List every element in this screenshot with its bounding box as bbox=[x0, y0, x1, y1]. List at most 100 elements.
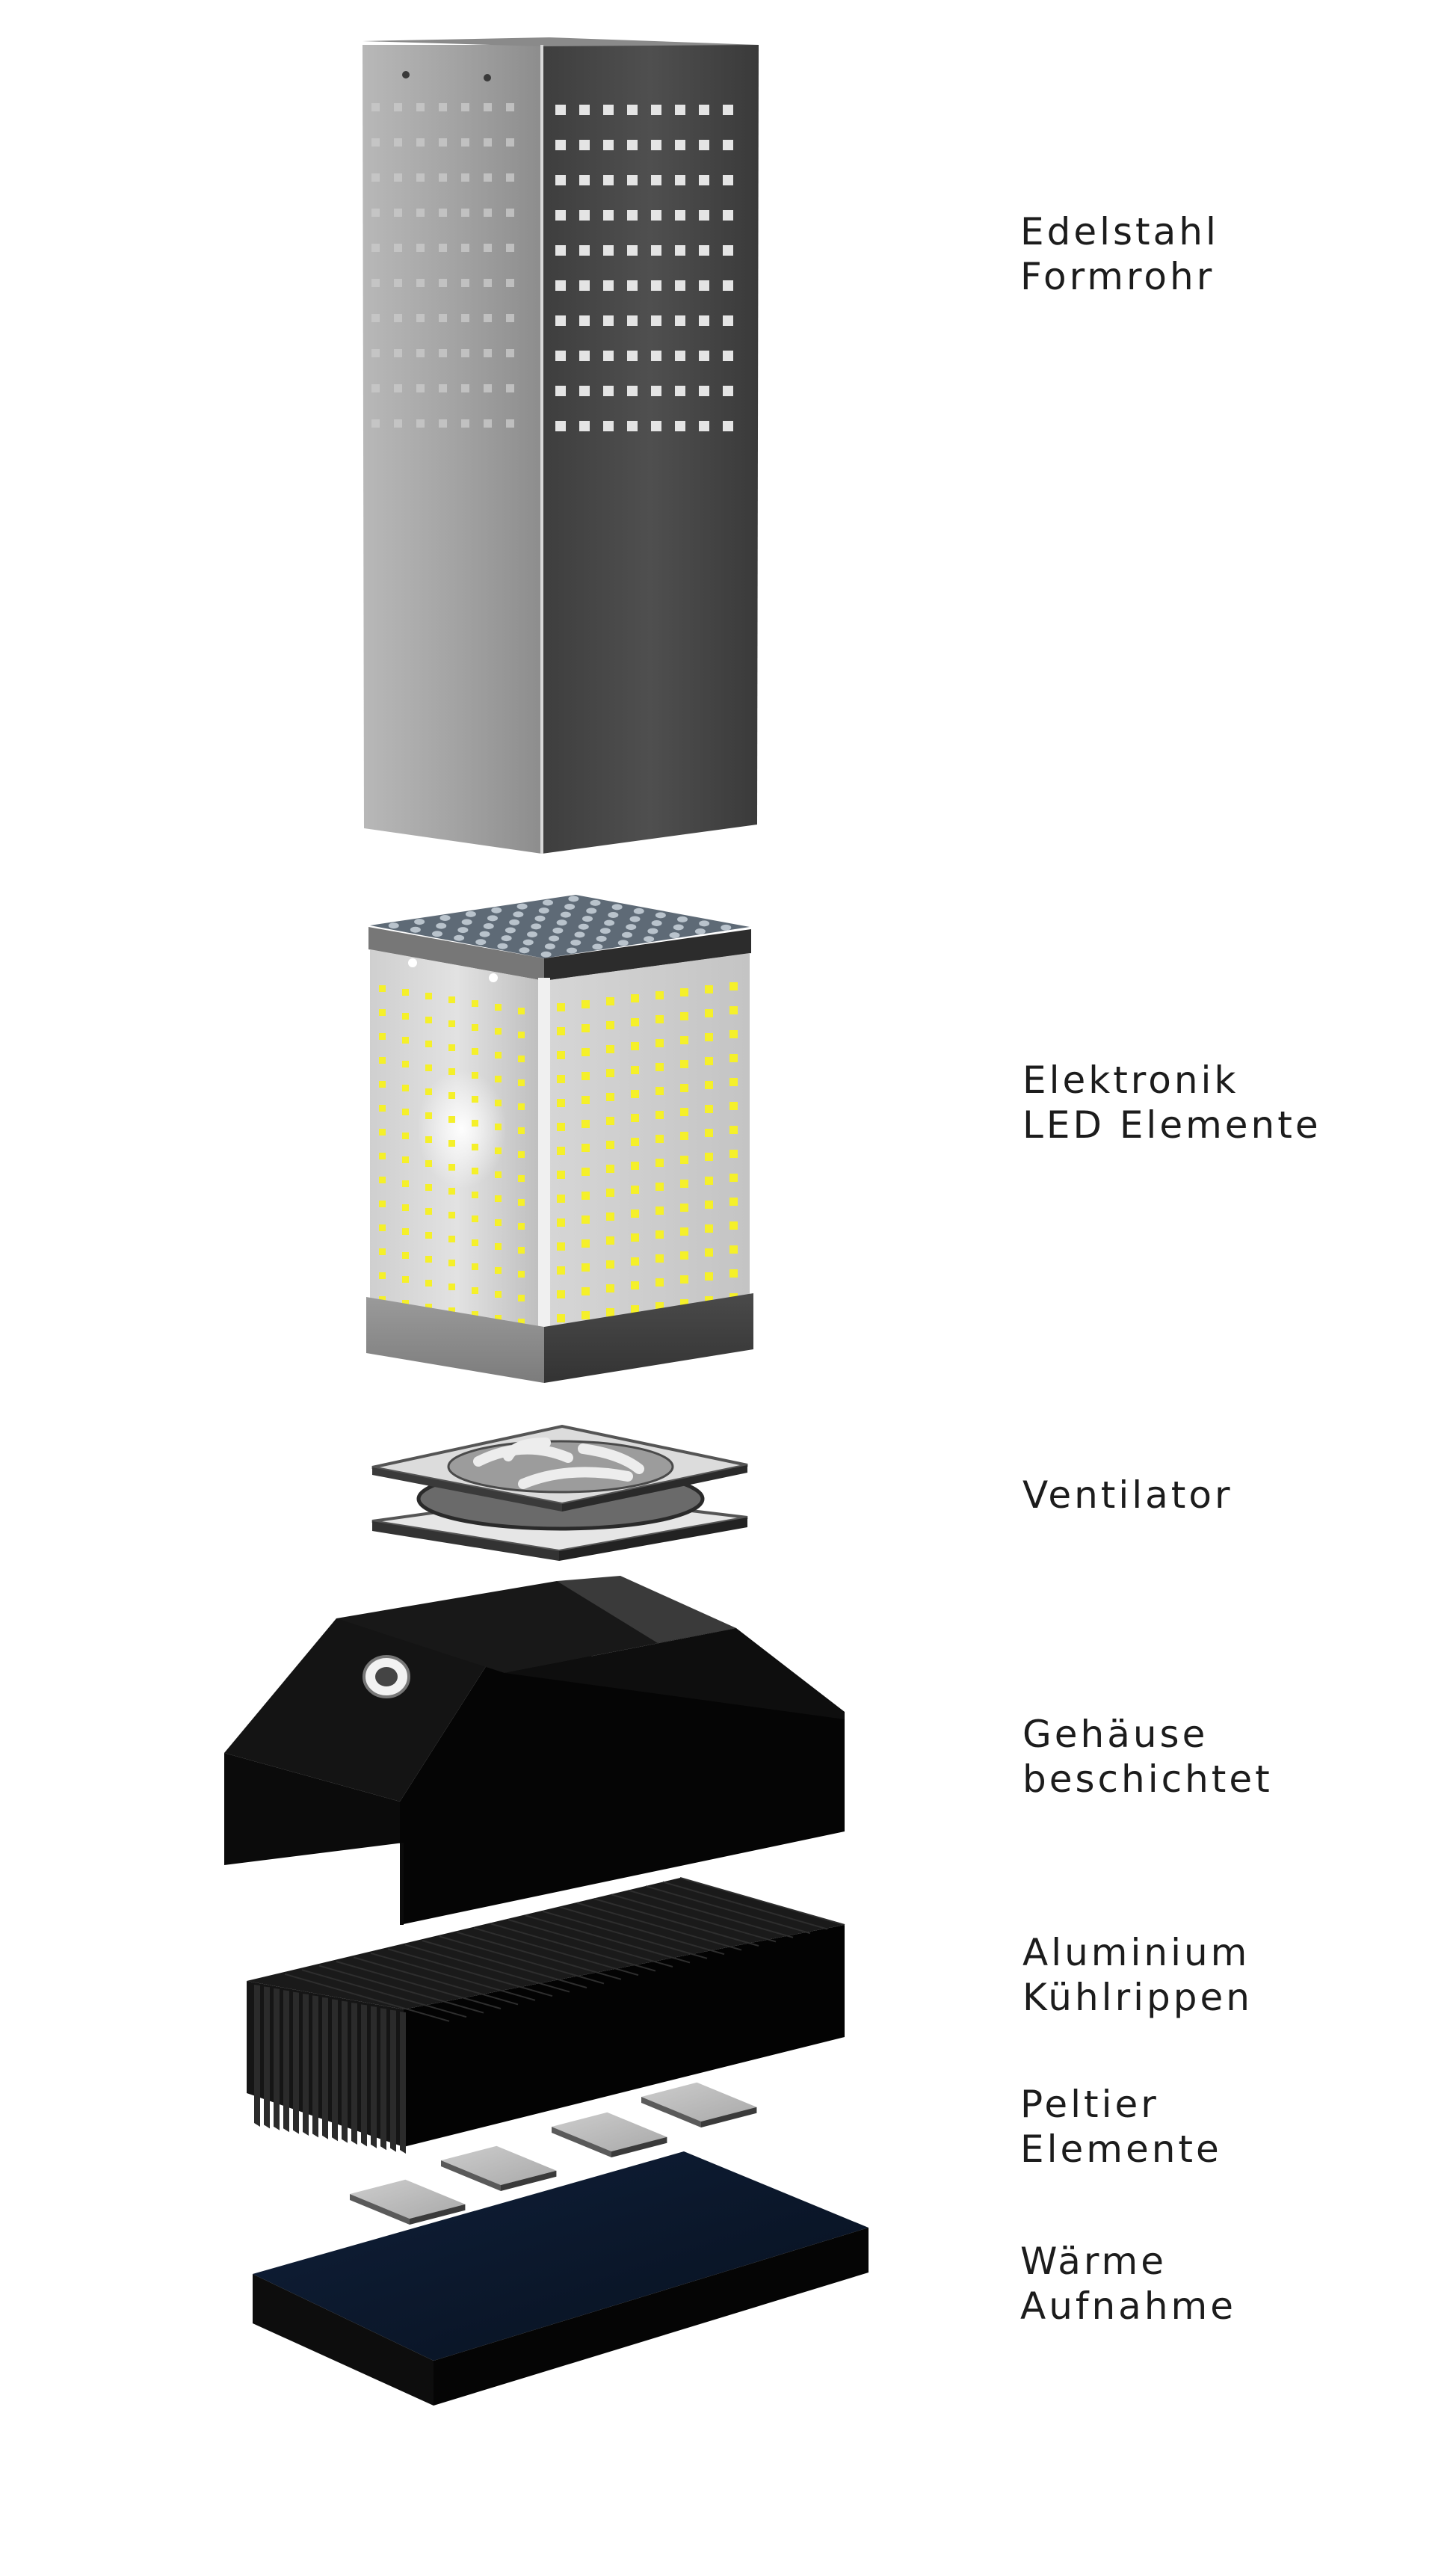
led bbox=[402, 1085, 409, 1091]
grid-hole bbox=[439, 914, 451, 921]
tube-hole bbox=[371, 244, 380, 252]
tube-hole bbox=[603, 175, 614, 185]
tube-hole bbox=[651, 175, 661, 185]
led bbox=[402, 1276, 409, 1283]
grid-hole bbox=[599, 928, 611, 934]
fin bbox=[390, 2009, 396, 2152]
led bbox=[606, 1212, 614, 1221]
led bbox=[581, 1000, 590, 1008]
tube-hole bbox=[699, 105, 709, 115]
led bbox=[379, 1296, 386, 1303]
fin-edge bbox=[508, 1919, 673, 1968]
tube-hole bbox=[723, 351, 733, 361]
tube-hole bbox=[555, 280, 566, 291]
led bbox=[448, 996, 455, 1003]
tube-hole bbox=[555, 421, 566, 431]
led bbox=[495, 1219, 502, 1226]
peltier-element-side bbox=[641, 2097, 701, 2127]
tube-hole bbox=[603, 351, 614, 361]
led bbox=[448, 1212, 455, 1218]
heatsink-fins bbox=[254, 1877, 845, 2154]
tube-hole bbox=[579, 421, 590, 431]
led bbox=[402, 1061, 409, 1067]
grid-hole bbox=[721, 924, 732, 931]
tube-hole bbox=[416, 138, 425, 147]
tube-hole bbox=[555, 245, 566, 256]
led bbox=[705, 1057, 713, 1065]
grid-hole bbox=[534, 915, 546, 922]
led bbox=[581, 1120, 590, 1128]
led bbox=[655, 1015, 664, 1023]
tube-hole bbox=[699, 245, 709, 256]
label-stainless-tube: Edelstahl Formrohr bbox=[1020, 209, 1219, 299]
peltier-element-top bbox=[552, 2112, 667, 2151]
tube-hole bbox=[371, 349, 380, 357]
tube-perforation-right bbox=[555, 105, 733, 431]
led bbox=[448, 1307, 455, 1314]
peltier-element-edge bbox=[501, 2170, 557, 2191]
led bbox=[495, 1004, 502, 1011]
led bbox=[425, 1064, 432, 1071]
led bbox=[729, 1006, 738, 1014]
led bbox=[680, 1132, 688, 1140]
tube-hole bbox=[651, 210, 661, 221]
grid-hole bbox=[574, 931, 585, 938]
tube-hole bbox=[416, 244, 425, 252]
label-line-2: LED Elemente bbox=[1022, 1103, 1321, 1147]
plate-top bbox=[253, 2151, 869, 2361]
tube-hole bbox=[506, 103, 514, 111]
tube-hole bbox=[394, 349, 402, 357]
led bbox=[655, 1230, 664, 1239]
led bbox=[631, 1186, 639, 1194]
led bbox=[379, 1177, 386, 1183]
led bbox=[379, 1105, 386, 1112]
led bbox=[705, 1272, 713, 1281]
tube-hole bbox=[439, 384, 447, 392]
led bbox=[402, 1013, 409, 1020]
tube-hole bbox=[484, 209, 492, 217]
led bbox=[402, 1037, 409, 1044]
fin bbox=[283, 1990, 289, 2133]
tube-hole bbox=[416, 349, 425, 357]
tube-hole bbox=[579, 280, 590, 291]
led bbox=[379, 1009, 386, 1016]
label-line-2: Aufnahme bbox=[1020, 2284, 1236, 2328]
housing-left-wall bbox=[224, 1753, 404, 1925]
led bbox=[472, 1024, 478, 1031]
grid-hole bbox=[626, 924, 637, 931]
fin-edge bbox=[593, 1898, 759, 1947]
grid-hole bbox=[540, 951, 552, 958]
tube-hole bbox=[394, 138, 402, 147]
led bbox=[379, 985, 386, 992]
fin-edge bbox=[318, 1965, 484, 2014]
led bbox=[495, 1243, 502, 1250]
led bbox=[472, 1096, 478, 1103]
grid-hole bbox=[544, 943, 555, 950]
led bbox=[729, 1198, 738, 1206]
led bbox=[402, 1156, 409, 1163]
led bbox=[379, 1248, 386, 1255]
led bbox=[581, 1263, 590, 1272]
led-electronics-module bbox=[366, 895, 753, 1383]
fin bbox=[322, 1997, 328, 2139]
led bbox=[557, 1171, 565, 1179]
grid-hole bbox=[673, 924, 684, 931]
grid-hole bbox=[475, 939, 487, 946]
tube-hole bbox=[416, 384, 425, 392]
tube-hole bbox=[416, 314, 425, 322]
led bbox=[705, 1296, 713, 1304]
led bbox=[518, 1295, 525, 1301]
tube-hole bbox=[603, 105, 614, 115]
tube-hole bbox=[723, 386, 733, 396]
tube-hole bbox=[723, 175, 733, 185]
led bbox=[680, 1084, 688, 1092]
led bbox=[472, 1311, 478, 1318]
led bbox=[581, 1239, 590, 1248]
grid-hole bbox=[543, 899, 553, 906]
tube-hole bbox=[439, 103, 447, 111]
tube-hole bbox=[675, 175, 685, 185]
tube-hole bbox=[416, 103, 425, 111]
tube-hole bbox=[461, 349, 469, 357]
